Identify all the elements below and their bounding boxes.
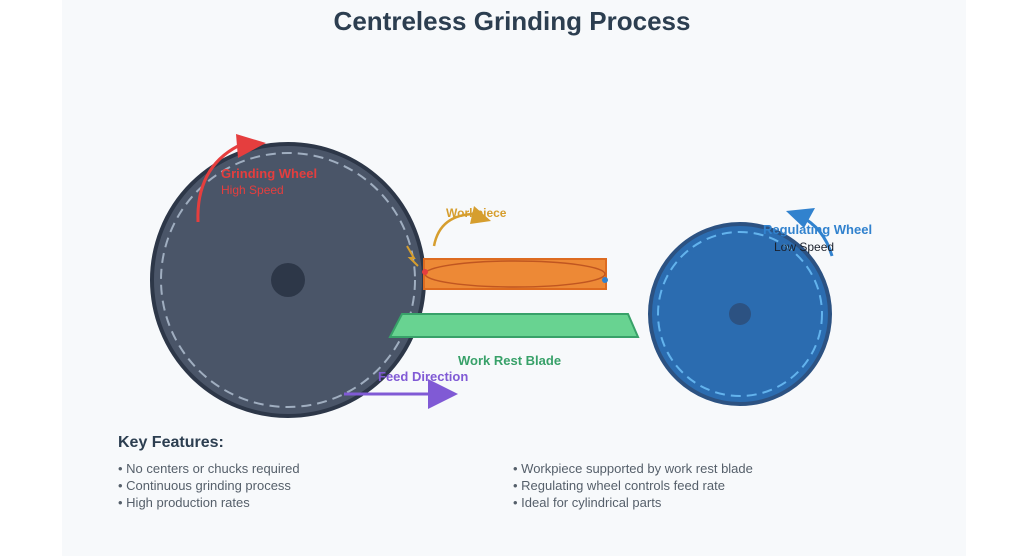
sparks-icon: [406, 245, 419, 267]
regulating-wheel-label: Regulating Wheel: [763, 222, 872, 237]
feature-item: • Regulating wheel controls feed rate: [513, 478, 725, 493]
workpiece-rotation-arrow: [432, 206, 491, 247]
key-features-heading: Key Features:: [118, 434, 224, 451]
workpiece-label: Workpiece: [446, 206, 507, 220]
features-left-column: • No centers or chucks required • Contin…: [118, 460, 478, 511]
feature-item: • High production rates: [118, 495, 250, 510]
grinding-speed-label: High Speed: [221, 183, 284, 197]
work-rest-blade: [388, 313, 640, 338]
feed-direction-label: Feed Direction: [378, 369, 468, 384]
grinding-wheel-hub: [271, 263, 305, 297]
contact-point-regulating: [602, 277, 608, 283]
feature-item: • Ideal for cylindrical parts: [513, 495, 662, 510]
feature-item: • Continuous grinding process: [118, 478, 291, 493]
regulating-wheel: [648, 222, 832, 406]
contact-point-grinding: [422, 269, 428, 275]
regulating-rotation-arrow: [786, 208, 834, 257]
feature-item: • Workpiece supported by work rest blade: [513, 461, 753, 476]
key-features: Key Features: • No centers or chucks req…: [118, 434, 918, 510]
features-right-column: • Workpiece supported by work rest blade…: [513, 460, 873, 511]
grinding-wheel: [150, 142, 426, 418]
workpiece: [422, 258, 608, 290]
regulating-wheel-hub: [729, 303, 751, 325]
grinding-wheel-label: Grinding Wheel: [221, 166, 317, 181]
feature-item: • No centers or chucks required: [118, 461, 300, 476]
page-title: Centreless Grinding Process: [333, 6, 691, 36]
grinding-rotation-arrow: [196, 134, 266, 223]
regulating-speed-label: Low Speed: [774, 240, 834, 254]
work-rest-blade-label: Work Rest Blade: [458, 353, 561, 368]
